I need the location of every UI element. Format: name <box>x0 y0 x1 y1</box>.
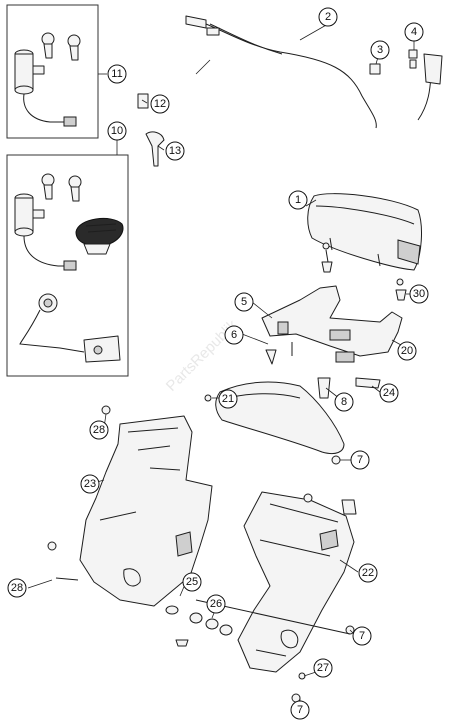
callout-28b: 28 <box>7 578 27 598</box>
callout-25: 25 <box>182 572 202 592</box>
callout-30: 30 <box>409 284 429 304</box>
lock-cylinder-illustration-2 <box>14 193 77 271</box>
callout-6: 6 <box>224 325 244 345</box>
svg-text:6: 6 <box>231 329 237 341</box>
svg-text:27: 27 <box>317 662 329 674</box>
dashboard-bracket-20 <box>261 242 407 399</box>
svg-text:21: 21 <box>222 393 234 405</box>
callout-7c: 7 <box>290 700 310 720</box>
svg-text:24: 24 <box>383 387 395 399</box>
part-group-10 <box>6 140 129 377</box>
svg-text:5: 5 <box>241 296 247 308</box>
callout-2: 2 <box>318 7 338 27</box>
svg-text:1: 1 <box>295 194 301 206</box>
callout-5: 5 <box>234 292 254 312</box>
callout-11: 11 <box>107 64 127 84</box>
svg-text:2: 2 <box>325 11 331 23</box>
fairing-left-23 <box>79 405 213 607</box>
tank-cap-illustration <box>75 217 124 255</box>
callout-20: 20 <box>397 341 417 361</box>
svg-text:25: 25 <box>186 576 198 588</box>
svg-text:4: 4 <box>411 26 417 38</box>
callouts: 1 2 3 4 5 6 7 7 7 7 8 10 11 12 13 20 21 … <box>7 7 429 720</box>
lock-cylinder-illustration <box>14 49 77 127</box>
callout-3: 3 <box>370 40 390 60</box>
dashboard-1 <box>307 193 422 271</box>
callout-21: 21 <box>218 389 238 409</box>
svg-text:28: 28 <box>93 424 105 436</box>
callout-28a: 28 <box>89 420 109 440</box>
callout-23: 23 <box>80 474 100 494</box>
callout-10: 10 <box>107 121 127 141</box>
svg-text:7: 7 <box>359 630 365 642</box>
small-parts-3-4 <box>369 49 443 85</box>
part-group-11 <box>6 4 107 139</box>
fairing-right-22 <box>237 491 357 673</box>
callout-27: 27 <box>313 658 333 678</box>
svg-text:10: 10 <box>111 125 123 137</box>
leader-lines <box>27 23 416 702</box>
svg-text:22: 22 <box>362 567 374 579</box>
svg-text:11: 11 <box>111 68 122 80</box>
fasteners <box>47 455 355 703</box>
svg-text:28: 28 <box>11 582 23 594</box>
seat-lock-illustration <box>19 293 121 363</box>
callout-26: 26 <box>206 594 226 614</box>
callout-22: 22 <box>358 563 378 583</box>
callout-8: 8 <box>334 392 354 412</box>
svg-text:20: 20 <box>401 345 413 357</box>
keys-illustration <box>41 32 81 61</box>
callout-13: 13 <box>165 141 185 161</box>
callout-12: 12 <box>150 94 170 114</box>
callout-4: 4 <box>404 22 424 42</box>
svg-text:3: 3 <box>377 44 383 56</box>
callout-7a: 7 <box>350 450 370 470</box>
svg-text:23: 23 <box>84 478 96 490</box>
svg-text:30: 30 <box>413 288 425 300</box>
svg-text:7: 7 <box>297 704 303 716</box>
cable-2 <box>185 15 433 129</box>
svg-text:13: 13 <box>169 145 181 157</box>
svg-text:7: 7 <box>357 454 363 466</box>
callout-24: 24 <box>379 383 399 403</box>
svg-text:12: 12 <box>154 98 166 110</box>
callout-7b: 7 <box>352 626 372 646</box>
keys-illustration-2 <box>41 173 82 202</box>
svg-text:8: 8 <box>341 396 347 408</box>
svg-text:26: 26 <box>210 598 222 610</box>
callout-1: 1 <box>288 190 308 210</box>
